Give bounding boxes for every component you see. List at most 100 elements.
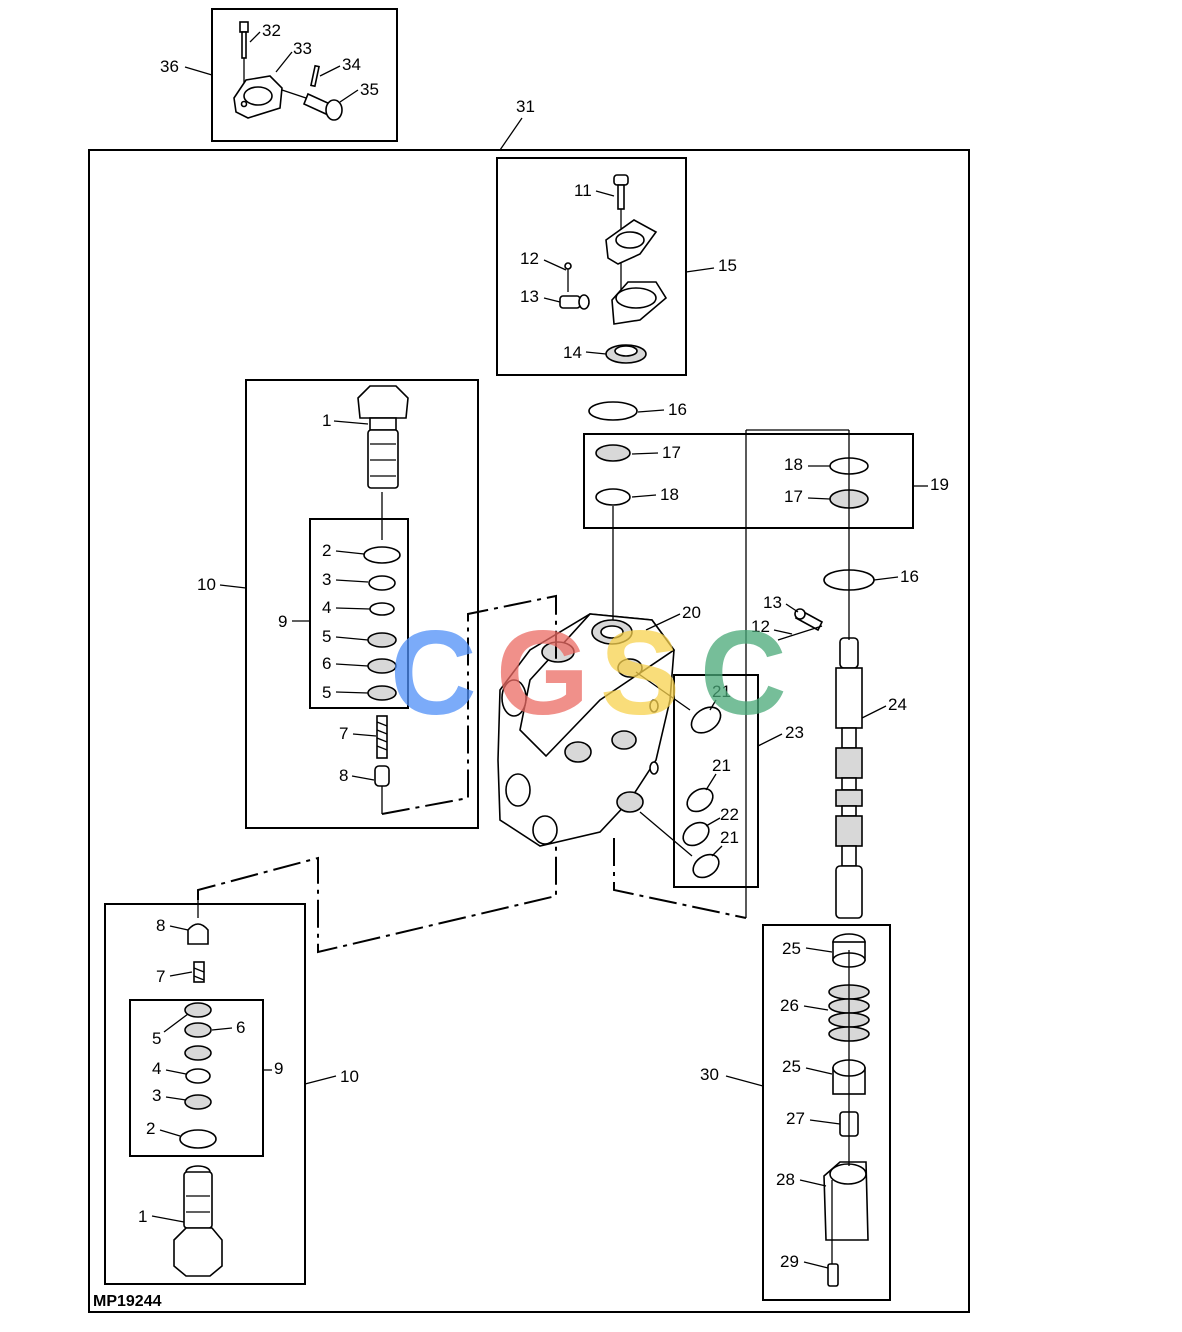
callout-6-lower: 6 <box>236 1018 245 1037</box>
callout-12-top: 12 <box>520 249 539 268</box>
callout-5-upper-b: 5 <box>322 683 331 702</box>
callout-36: 36 <box>160 57 179 76</box>
callout-17-left: 17 <box>662 443 681 462</box>
kit-9-lower-frame <box>129 999 264 1157</box>
callout-13-top: 13 <box>520 287 539 306</box>
callout-35: 35 <box>360 80 379 99</box>
callout-3-upper: 3 <box>322 570 331 589</box>
kit-10-upper-frame <box>245 379 479 829</box>
callout-22: 22 <box>720 805 739 824</box>
ring-6-lower <box>184 1022 212 1038</box>
kit-15-frame <box>496 157 687 376</box>
callout-6-upper: 6 <box>322 654 331 673</box>
watermark-letter-g: G <box>496 606 589 740</box>
seat-4-lower <box>185 1068 211 1084</box>
leader-21-c <box>639 811 693 857</box>
ring-18-left <box>595 488 631 506</box>
callout-12-right: 12 <box>751 617 770 636</box>
callout-32: 32 <box>262 21 281 40</box>
callout-5-upper-a: 5 <box>322 627 331 646</box>
callout-17-right: 17 <box>784 487 803 506</box>
callout-9-lower: 9 <box>274 1059 283 1078</box>
assembly-31-frame <box>88 149 970 1313</box>
cover-15-top <box>605 219 658 265</box>
callout-23: 23 <box>785 723 804 742</box>
cover-15-bottom <box>611 281 668 325</box>
cap-28 <box>823 1161 869 1241</box>
watermark-letter-c2: C <box>700 606 787 740</box>
pin-12 <box>564 262 572 292</box>
o-ring-22 <box>682 821 710 847</box>
callout-34: 34 <box>342 55 361 74</box>
callout-16-right: 16 <box>900 567 919 586</box>
callout-21-b: 21 <box>712 756 731 775</box>
callout-3-lower: 3 <box>152 1086 161 1105</box>
centerline-right-port <box>613 838 747 919</box>
leader-21-a <box>635 671 691 711</box>
callout-26: 26 <box>780 996 799 1015</box>
callout-2-upper: 2 <box>322 541 331 560</box>
pin-34 <box>310 64 320 88</box>
kit-9-upper-frame <box>309 518 409 709</box>
ring-5-lower-b <box>184 1045 212 1061</box>
callout-25-lower: 25 <box>782 1057 801 1076</box>
ring-5-lower-a <box>184 1002 212 1018</box>
callout-7-lower: 7 <box>156 967 165 986</box>
callout-1-lower: 1 <box>138 1207 147 1226</box>
plug-1-upper <box>357 385 409 540</box>
watermark-letter-c1: C <box>390 606 477 740</box>
callout-27: 27 <box>786 1109 805 1128</box>
kit-30-frame <box>762 924 891 1301</box>
callout-18-right: 18 <box>784 455 803 474</box>
link-13 <box>559 294 590 310</box>
centerline-lower-plug <box>197 846 557 954</box>
backup-ring-3-upper <box>368 575 396 591</box>
o-ring-2-upper <box>363 546 401 564</box>
spring-7-lower <box>193 961 205 983</box>
callout-21-a: 21 <box>712 682 731 701</box>
spool-24 <box>835 637 863 919</box>
callout-31: 31 <box>516 97 535 116</box>
cap-screw-11 <box>613 174 629 320</box>
o-ring-21-a <box>690 706 722 734</box>
watermark-letter-s: S <box>600 606 680 740</box>
callout-14: 14 <box>563 343 582 362</box>
watermark-logo: C G S C <box>390 606 787 740</box>
seal-14 <box>605 344 647 364</box>
kit-10-lower-frame <box>104 903 306 1285</box>
kit-19-frame <box>583 433 914 529</box>
o-ring-2-lower <box>179 1129 217 1149</box>
seal-17-left <box>595 444 631 462</box>
callout-15: 15 <box>718 256 737 275</box>
callout-4-lower: 4 <box>152 1059 161 1078</box>
o-ring-21-c <box>692 853 720 879</box>
callout-33: 33 <box>293 39 312 58</box>
callout-28: 28 <box>776 1170 795 1189</box>
callout-16-top: 16 <box>668 400 687 419</box>
poppet-8-upper <box>374 765 390 814</box>
callout-25-upper: 25 <box>782 939 801 958</box>
callout-8-lower: 8 <box>156 916 165 935</box>
callout-13-right: 13 <box>763 593 782 612</box>
figure-id: MP19244 <box>93 1293 162 1310</box>
callout-4-upper: 4 <box>322 598 331 617</box>
screw-29 <box>827 1263 839 1287</box>
callout-10-upper: 10 <box>197 575 216 594</box>
callout-1-upper: 1 <box>322 411 331 430</box>
spring-7-upper <box>376 715 388 759</box>
fitting-35 <box>281 89 343 121</box>
flange-33 <box>233 75 283 119</box>
callout-21-c: 21 <box>720 828 739 847</box>
callout-8-upper: 8 <box>339 766 348 785</box>
kit-23-frame <box>673 674 759 888</box>
callout-11: 11 <box>574 181 592 200</box>
centerline-upper-plug <box>381 594 557 815</box>
washer-16-top <box>588 401 638 421</box>
callout-7-upper: 7 <box>339 724 348 743</box>
callout-10-lower: 10 <box>340 1067 359 1086</box>
callout-5-lower-a: 5 <box>152 1029 161 1048</box>
pin-13-right <box>794 608 824 632</box>
callout-19: 19 <box>930 475 949 494</box>
callout-9-upper: 9 <box>278 612 287 631</box>
callout-29: 29 <box>780 1252 799 1271</box>
